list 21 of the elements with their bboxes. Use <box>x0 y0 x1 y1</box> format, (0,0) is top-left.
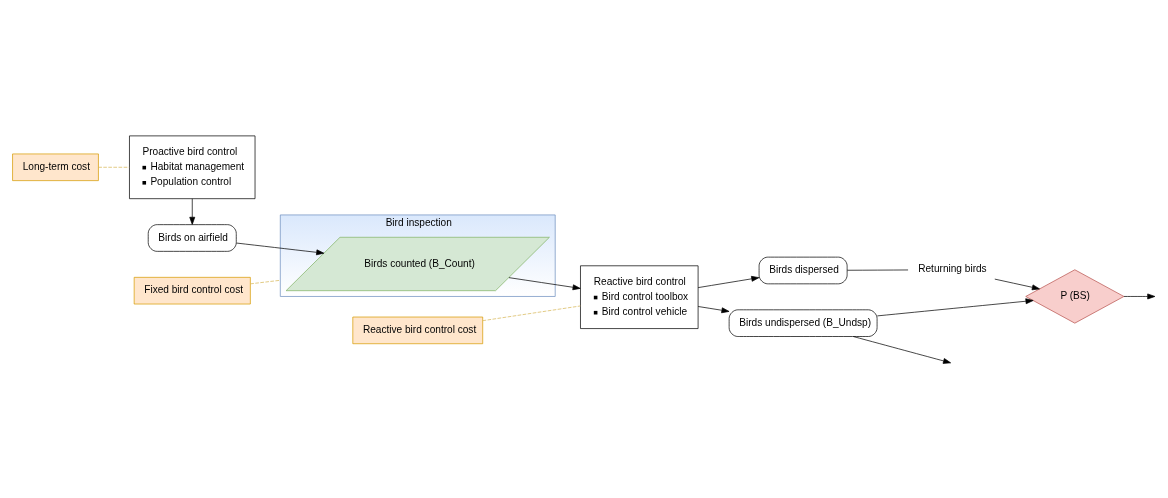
node-box: Birds dispersed <box>758 256 848 284</box>
arrow <box>1123 293 1156 299</box>
connector <box>250 279 281 284</box>
arrow <box>697 275 760 288</box>
node-box: Reactive bird control Bird control toolbox Bird control vehicle <box>580 264 699 329</box>
node-box: Proactive bird control Habitat management Population control <box>129 135 256 199</box>
arrow <box>697 305 730 313</box>
arrow <box>994 278 1040 290</box>
node-text: Returning birds <box>918 262 987 274</box>
arrow <box>189 197 196 225</box>
node-box: Reactive bird control cost <box>352 316 484 344</box>
node-box: Birds on airfield <box>147 223 237 252</box>
arrow <box>853 335 951 364</box>
connector <box>98 166 130 168</box>
node-box: Birds undispersed (B_Undsp) <box>728 308 878 337</box>
arrow <box>508 276 581 290</box>
connector <box>482 305 581 321</box>
node-box: Fixed bird control cost <box>133 276 251 304</box>
arrow <box>876 297 1034 316</box>
arrow <box>236 242 325 255</box>
node-box: Long-term cost <box>12 153 99 181</box>
